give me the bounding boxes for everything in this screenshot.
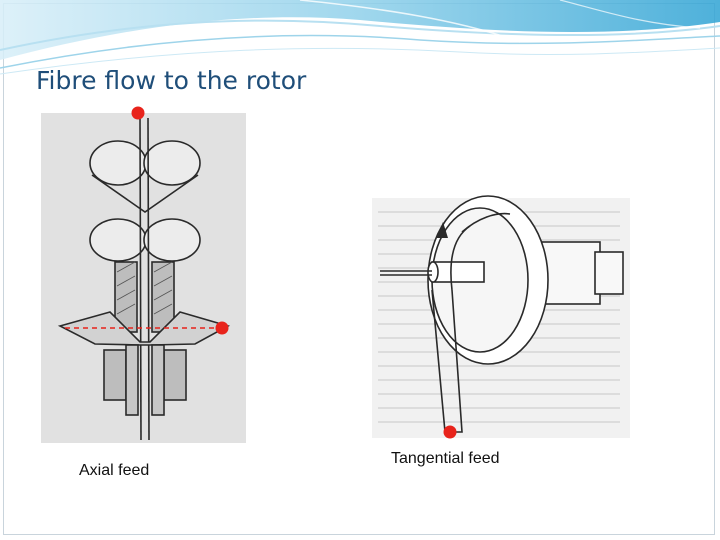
tangential-feed-inlet-marker: [444, 426, 457, 439]
tangential-feed-caption: Tangential feed: [391, 450, 500, 468]
axial-feed-caption: Axial feed: [79, 462, 149, 480]
